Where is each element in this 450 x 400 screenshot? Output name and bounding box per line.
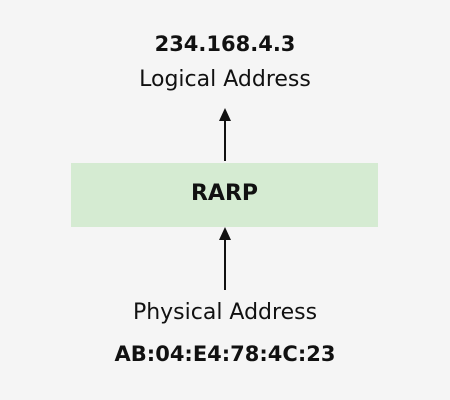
upper-arrow-up-icon (219, 108, 231, 161)
protocol-label: RARP (190, 181, 259, 206)
lower-arrow-up-icon (219, 227, 231, 290)
protocol-box: RARP (71, 163, 378, 227)
logical-address-value: 234.168.4.3 (154, 32, 296, 56)
physical-address-label: Physical Address (132, 300, 318, 325)
logical-address-label: Logical Address (139, 67, 311, 92)
physical-address-value: AB:04:E4:78:4C:23 (114, 342, 336, 366)
